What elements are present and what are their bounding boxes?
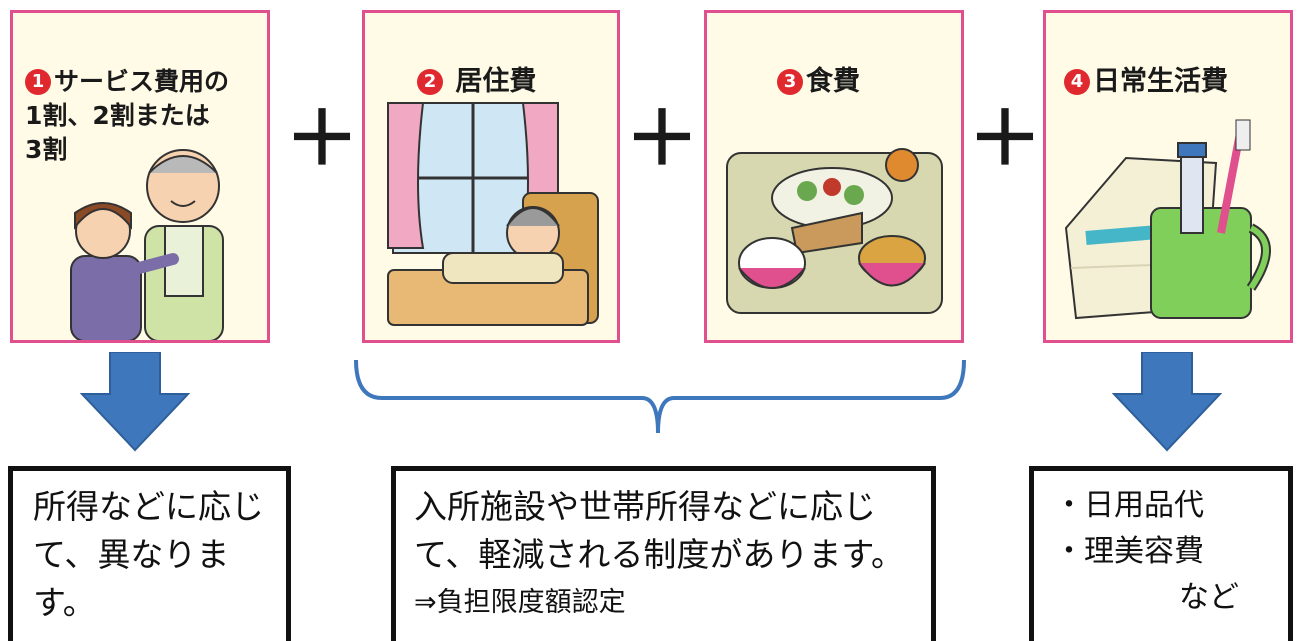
note-box-service-cost: 所得などに応じ て、異なります。	[8, 466, 291, 641]
number-badge-3: 3	[777, 69, 803, 95]
card-housing-cost: 2 居住費	[362, 10, 620, 343]
grouping-brace	[354, 359, 966, 434]
plus-operator-1: ＋	[285, 96, 359, 182]
note-text: ⇒負担限度額認定	[414, 587, 626, 618]
plus-operator-2: ＋	[625, 96, 699, 182]
towel-toothbrush-cup-illustration	[1064, 119, 1271, 320]
note-box-housing-food: 入所施設や世帯所得などに応じ て、軽減される制度があります。 ⇒負担限度額認定	[391, 466, 936, 641]
down-arrow-left	[80, 352, 190, 452]
note-text: て、異なります。	[33, 535, 230, 622]
caregiver-elder-illustration	[70, 149, 224, 340]
note-box-daily-living: ・日用品代 ・理美容費 など	[1029, 466, 1293, 641]
number-badge-2: 2	[417, 69, 443, 95]
note-text: て、軽減される制度があります。	[414, 535, 905, 574]
note-text: 所得などに応じ	[33, 487, 264, 526]
list-suffix: など	[1179, 580, 1239, 615]
down-arrow-right	[1112, 352, 1222, 452]
list-item-daily-goods: ・日用品代	[1054, 488, 1204, 523]
number-badge-4: 4	[1064, 69, 1090, 95]
number-badge-1: 1	[25, 69, 51, 95]
plus-operator-3: ＋	[968, 96, 1042, 182]
note-text: 入所施設や世帯所得などに応じ	[414, 487, 876, 526]
card-title-housing-cost: 2 居住費	[417, 31, 536, 99]
room-window-bed-illustration	[387, 102, 599, 326]
meal-tray-illustration	[726, 148, 943, 314]
list-item-beauty-cost: ・理美容費	[1054, 534, 1204, 569]
